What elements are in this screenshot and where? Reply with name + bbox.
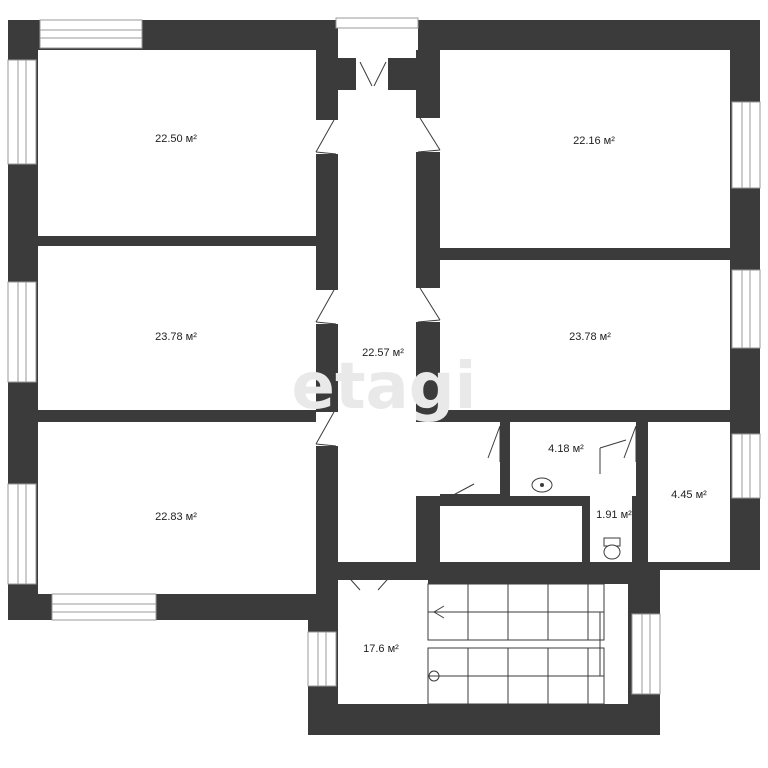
storage: [440, 506, 582, 562]
area-label-room-top-left: 22.50 м²: [155, 133, 197, 145]
window: [731, 433, 761, 499]
area-label-room-bottom-left: 22.83 м²: [155, 511, 197, 523]
window: [7, 483, 37, 585]
window: [335, 17, 419, 29]
door-swing: [623, 425, 637, 462]
drain-icon: [540, 483, 544, 487]
stair-direction-line: [434, 611, 601, 677]
window: [39, 19, 143, 49]
door: [416, 288, 440, 322]
area-label-room-top-right: 22.16 м²: [573, 135, 615, 147]
area-label-washroom: 4.18 м²: [548, 443, 584, 455]
door-swing: [343, 571, 395, 591]
toilet-bowl-icon: [603, 544, 621, 560]
room-top-left: [38, 50, 316, 236]
room-bottom-left: [38, 422, 316, 594]
door-swing: [487, 425, 501, 462]
area-label-small-room: 4.45 м²: [671, 489, 707, 501]
window: [51, 593, 157, 621]
window: [7, 59, 37, 165]
watermark: etagi: [292, 350, 477, 424]
area-label-corridor: 22.57 м²: [362, 347, 404, 359]
staircase: [428, 584, 628, 704]
area-label-room-mid-right: 23.78 м²: [569, 331, 611, 343]
door-swing: [315, 411, 337, 447]
door: [316, 120, 338, 154]
closet: [440, 422, 500, 494]
washroom: [510, 422, 636, 496]
window: [631, 613, 661, 695]
door-swing: [315, 289, 337, 325]
door-swing: [417, 117, 441, 153]
door-swing: [417, 287, 441, 323]
area-label-wc: 1.91 м²: [596, 509, 632, 521]
stair-start-icon: [428, 670, 440, 682]
door: [316, 412, 338, 446]
stair-hall: [338, 580, 428, 704]
area-label-room-mid-left: 23.78 м²: [155, 331, 197, 343]
window: [7, 281, 37, 383]
corridor: [338, 90, 416, 562]
room-mid-left: [38, 246, 316, 410]
area-label-stair-hall: 17.6 м²: [363, 643, 399, 655]
door: [316, 290, 338, 324]
door-swing: [315, 119, 337, 155]
door-swing: [599, 439, 627, 474]
entrance-gap: [356, 58, 388, 90]
window: [731, 101, 761, 189]
room-mid-right: [440, 260, 730, 410]
door-swing: [443, 483, 478, 501]
door-swing: [359, 61, 387, 87]
door: [416, 422, 440, 496]
door: [416, 118, 440, 152]
small-room: [648, 422, 730, 562]
window: [731, 269, 761, 349]
room-top-right: [440, 50, 730, 248]
window: [307, 631, 337, 687]
arrow-left-icon: [433, 605, 445, 619]
